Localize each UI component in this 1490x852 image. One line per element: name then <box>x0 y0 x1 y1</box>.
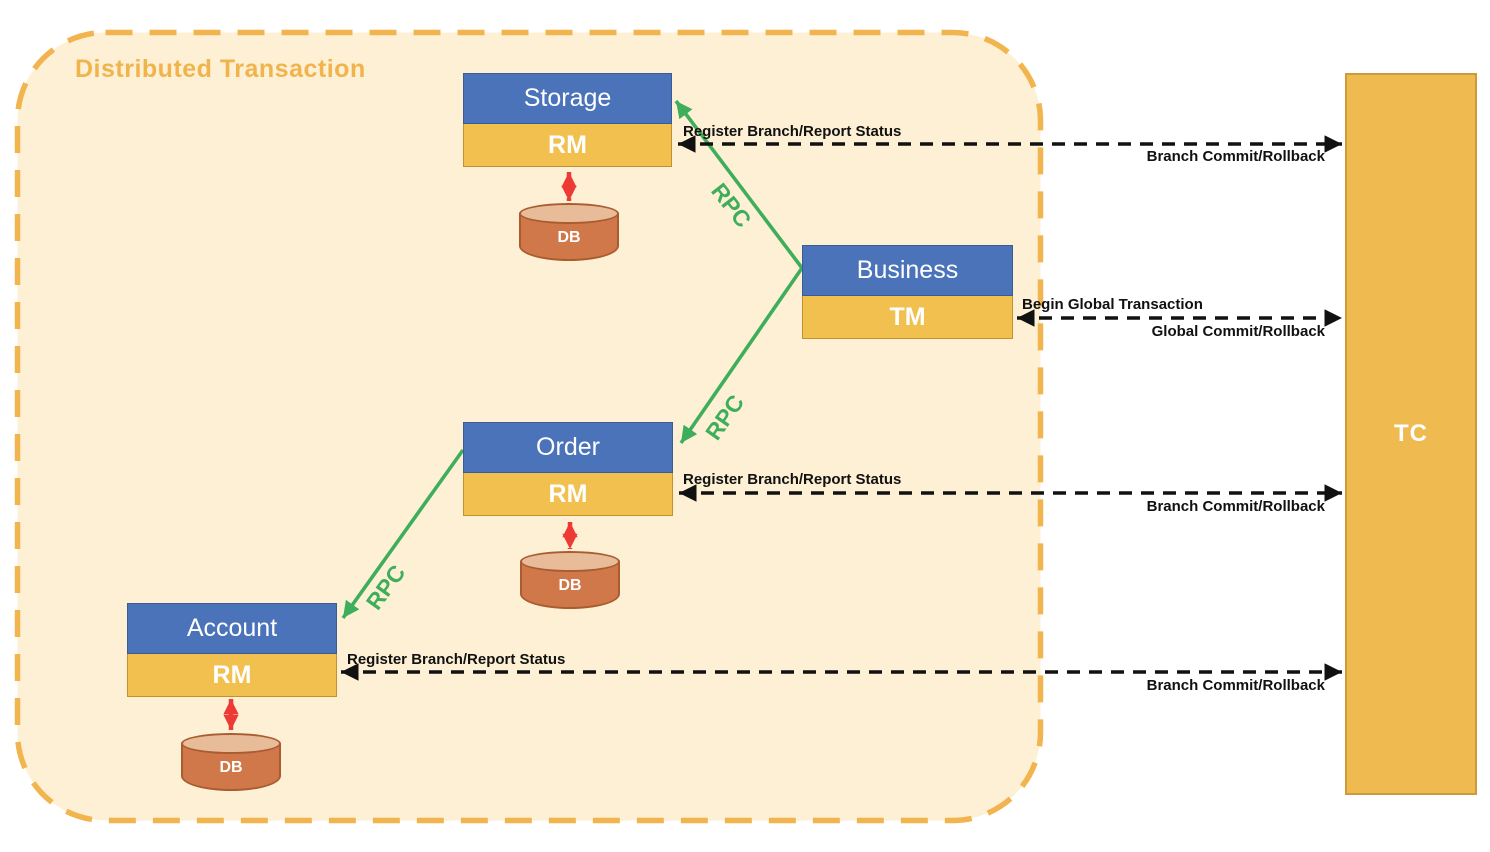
label-storage-register-branch: Register Branch/Report Status <box>683 123 902 140</box>
service-name-account: Account <box>127 603 337 654</box>
diagram-title: Distributed Transaction <box>75 55 366 83</box>
db-label: DB <box>557 229 581 246</box>
service-box-account: Account RM <box>127 603 337 697</box>
service-box-business: Business TM <box>802 245 1013 339</box>
label-storage-branch-commit: Branch Commit/Rollback <box>1146 148 1325 165</box>
database-cylinder-account: DB <box>181 733 281 793</box>
db-label: DB <box>558 577 582 594</box>
label-account-register-branch: Register Branch/Report Status <box>347 651 566 668</box>
service-box-order: Order RM <box>463 422 673 516</box>
service-box-storage: Storage RM <box>463 73 672 167</box>
db-top-ellipse <box>520 551 620 572</box>
service-name-storage: Storage <box>463 73 672 124</box>
transaction-coordinator-box: TC <box>1345 73 1477 795</box>
label-account-branch-commit: Branch Commit/Rollback <box>1146 677 1325 694</box>
tc-label: TC <box>1394 420 1428 447</box>
service-role-account-rm: RM <box>127 654 337 697</box>
db-top-ellipse <box>519 203 619 224</box>
label-global-commit-rollback: Global Commit/Rollback <box>1151 323 1325 340</box>
db-label: DB <box>219 759 243 776</box>
service-name-business: Business <box>802 245 1013 296</box>
service-name-order: Order <box>463 422 673 473</box>
database-cylinder-order: DB <box>520 551 620 611</box>
rpc-line-order-account <box>341 448 465 620</box>
db-top-ellipse <box>181 733 281 754</box>
label-begin-global-transaction: Begin Global Transaction <box>1022 296 1203 313</box>
service-role-order-rm: RM <box>463 473 673 516</box>
service-role-business-tm: TM <box>802 296 1013 339</box>
label-order-register-branch: Register Branch/Report Status <box>683 471 902 488</box>
rpc-line-business-order <box>679 266 804 445</box>
service-role-storage-rm: RM <box>463 124 672 167</box>
rpc-line-business-storage <box>674 99 804 270</box>
label-order-branch-commit: Branch Commit/Rollback <box>1146 498 1325 515</box>
database-cylinder-storage: DB <box>519 203 619 263</box>
